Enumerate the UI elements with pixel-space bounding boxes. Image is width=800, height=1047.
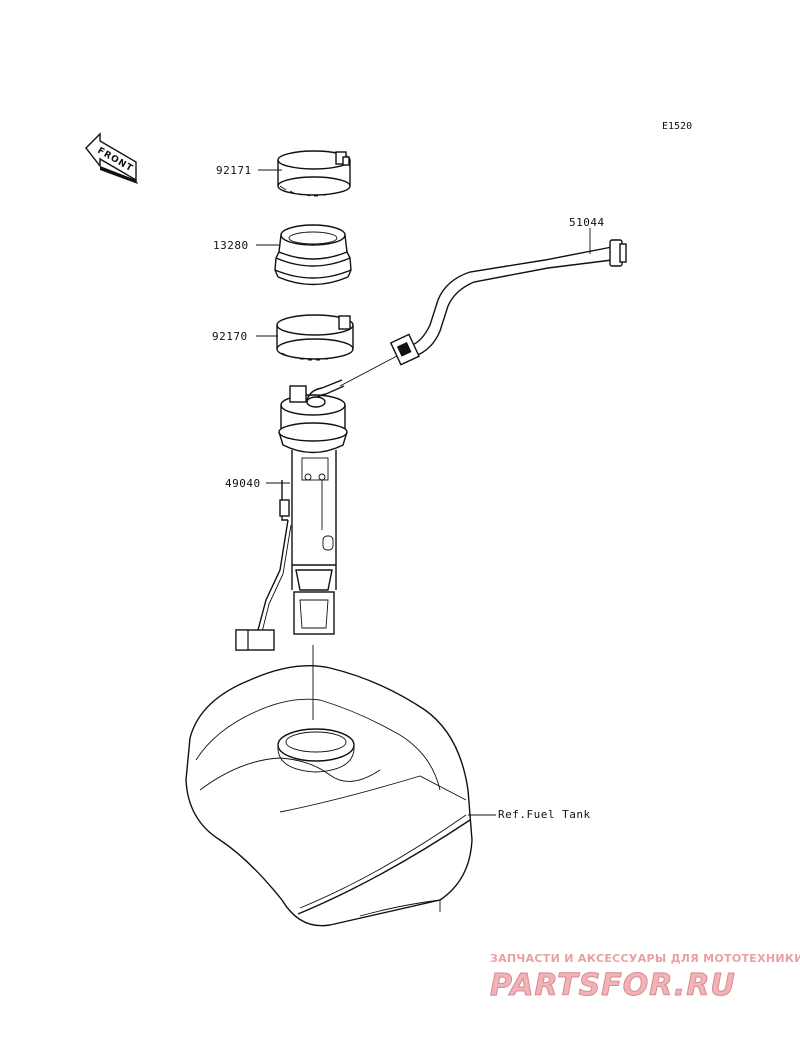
part-label-92170: 92170 [212, 330, 248, 343]
clamp-92170 [276, 314, 354, 361]
hose-connection-line [339, 355, 398, 387]
clamp-92171 [277, 150, 351, 197]
part-label-92171: 92171 [216, 164, 252, 177]
front-arrow-icon: FRONT [85, 132, 138, 184]
diagram-code: E1520 [662, 121, 692, 132]
fuel-tank-reference [185, 665, 473, 927]
part-label-13280: 13280 [213, 239, 249, 252]
watermark-tagline: ЗАПЧАСТИ И АКСЕССУАРЫ ДЛЯ МОТОТЕХНИКИ [490, 952, 800, 965]
hose-51044 [389, 239, 627, 366]
seal-13280 [274, 224, 352, 286]
watermark-logo: PARTSFOR.RU [490, 968, 736, 1003]
part-label-51044: 51044 [569, 216, 605, 229]
part-label-49040: 49040 [225, 477, 261, 490]
reference-label: Ref.Fuel Tank [498, 808, 591, 821]
fuel-pump-49040 [235, 379, 348, 651]
